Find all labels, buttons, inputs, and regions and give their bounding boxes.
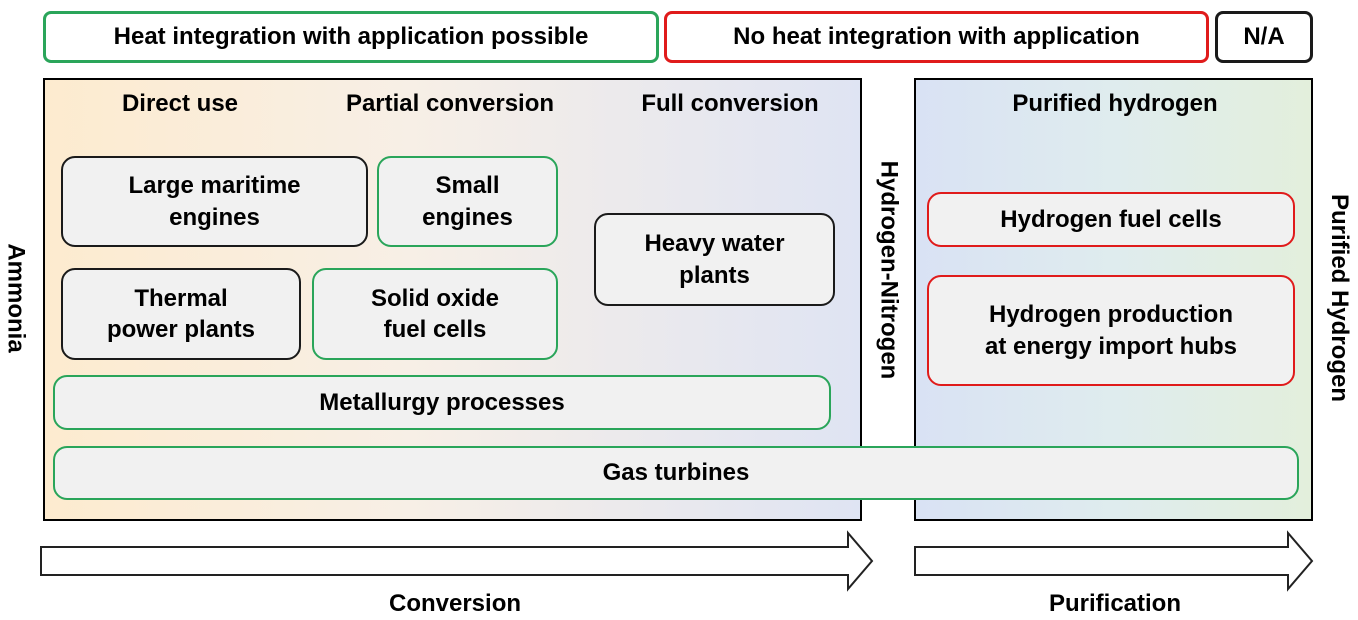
purification-arrow-shape: [914, 530, 1314, 592]
box-label-line2: engines: [422, 203, 513, 231]
box-small-engines: Small engines: [377, 156, 558, 247]
box-label-line1: Large maritime: [128, 172, 301, 200]
box-label: Metallurgy processes: [319, 388, 565, 416]
box-large-maritime-engines: Large maritime engines: [61, 156, 368, 247]
header-partial-conversion: Partial conversion: [345, 90, 555, 117]
box-label-line1: Heavy water: [644, 230, 785, 258]
purification-label: Purification: [1048, 590, 1181, 617]
box-metallurgy-processes: Metallurgy processes: [53, 375, 831, 430]
box-hydrogen-production: Hydrogen production at energy import hub…: [927, 275, 1295, 386]
box-label-line2: fuel cells: [383, 316, 487, 343]
box-label-line2: engines: [169, 203, 260, 231]
box-label-line2: at energy import hubs: [984, 332, 1238, 360]
legend-label: Heat integration with application possib…: [113, 23, 589, 50]
box-label-line1: Hydrogen production: [989, 301, 1233, 329]
box-hydrogen-fuel-cells: Hydrogen fuel cells: [927, 192, 1295, 247]
header-purified-hydrogen: Purified hydrogen: [1012, 90, 1218, 117]
box-label-line1: Thermal: [134, 284, 228, 312]
box-label-line2: plants: [679, 261, 750, 289]
legend-heat-integration-possible: Heat integration with application possib…: [43, 11, 659, 63]
box-label-line1: Solid oxide: [370, 284, 499, 312]
legend-label: No heat integration with application: [733, 23, 1140, 50]
header-full-conversion: Full conversion: [641, 90, 819, 117]
header-direct-use: Direct use: [121, 90, 239, 117]
legend-label: N/A: [1243, 23, 1285, 50]
box-label: Hydrogen fuel cells: [1000, 205, 1222, 233]
conversion-arrow-shape: [40, 530, 874, 592]
box-solid-oxide-fuel-cells: Solid oxide fuel cells: [312, 268, 558, 360]
box-thermal-power-plants: Thermal power plants: [61, 268, 301, 360]
box-gas-turbines: Gas turbines: [53, 446, 1299, 500]
box-label: Gas turbines: [602, 459, 750, 487]
box-label-line1: Small: [435, 172, 500, 200]
box-heavy-water-plants: Heavy water plants: [594, 213, 835, 306]
legend-no-heat-integration: No heat integration with application: [664, 11, 1209, 63]
legend-not-applicable: N/A: [1215, 11, 1313, 63]
conversion-label: Conversion: [388, 590, 522, 617]
box-label-line2: power plants: [106, 316, 256, 343]
